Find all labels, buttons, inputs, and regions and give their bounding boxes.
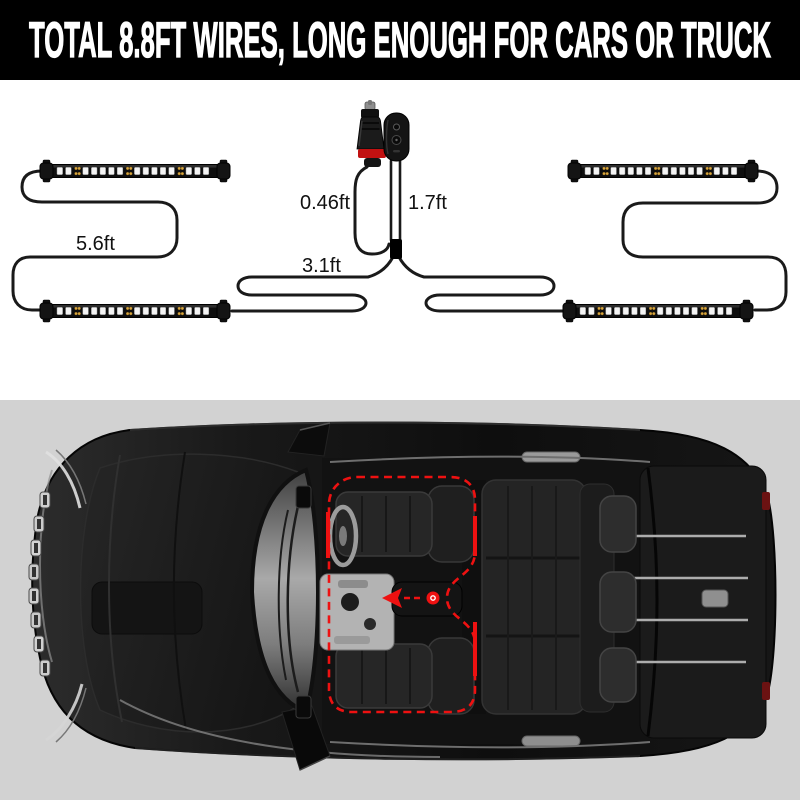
wiring-diagram: 0.46ft 1.7ft 3.1ft 5.6ft [11, 100, 788, 323]
wire-splitter-left [230, 255, 395, 313]
led-strip-icon [562, 299, 754, 323]
wire-plug-cord [353, 165, 391, 256]
title-banner: TOTAL 8.8FT WIRES, LONG ENOUGH FOR CARS … [0, 0, 800, 80]
label-controller-cord: 1.7ft [408, 192, 447, 214]
taillight [762, 682, 770, 700]
led-strip-icon [39, 159, 231, 183]
wiper-icon [277, 509, 289, 681]
car-top-view [28, 421, 777, 771]
led-strip-icon [567, 159, 759, 183]
windshield [249, 467, 320, 715]
headlights [45, 449, 87, 743]
car-charger-plug-icon [356, 100, 386, 167]
label-plug-cord: 0.46ft [300, 192, 350, 214]
headrest [599, 571, 637, 633]
label-strip-link-cord: 5.6ft [76, 233, 115, 255]
power-point-arrow [382, 588, 440, 608]
hatch-handle [701, 589, 729, 608]
headrest [599, 647, 637, 703]
led-strips [39, 159, 759, 323]
label-splitter-cord: 3.1ft [302, 255, 341, 277]
install-zone-overlay [326, 475, 477, 714]
wiring-diagram-section: 0.46ft 1.7ft 3.1ft 5.6ft [0, 80, 800, 400]
installation-photo-section [0, 400, 800, 800]
wire-controller-cord [389, 159, 402, 242]
wire-strip-link-right [621, 169, 788, 312]
taillight [762, 492, 770, 510]
controller-box-icon [383, 112, 410, 162]
y-splitter-icon [390, 239, 402, 259]
gear-shifter-icon [341, 593, 359, 611]
install-zone-outline [327, 475, 477, 714]
banner-svg: TOTAL 8.8FT WIRES, LONG ENOUGH FOR CARS … [28, 11, 771, 68]
wire-splitter-right [397, 255, 565, 313]
grille-icon [28, 491, 51, 677]
wire-strip-link-left [11, 169, 179, 312]
connection-dot-icon [426, 591, 440, 605]
headrest [599, 495, 637, 553]
measurement-labels: 0.46ft 1.7ft 3.1ft 5.6ft [76, 192, 447, 277]
car-hood [39, 451, 441, 758]
side-mirror-icon [287, 422, 331, 457]
wires [11, 159, 788, 313]
banner-title: TOTAL 8.8FT WIRES, LONG ENOUGH FOR CARS … [29, 12, 771, 68]
led-strip-icon [39, 299, 231, 323]
front-seats [335, 485, 475, 715]
wiper-icon [286, 497, 302, 693]
arrowhead-icon [382, 588, 402, 608]
car-trim [295, 451, 770, 749]
rear-bench-seat [462, 479, 637, 715]
